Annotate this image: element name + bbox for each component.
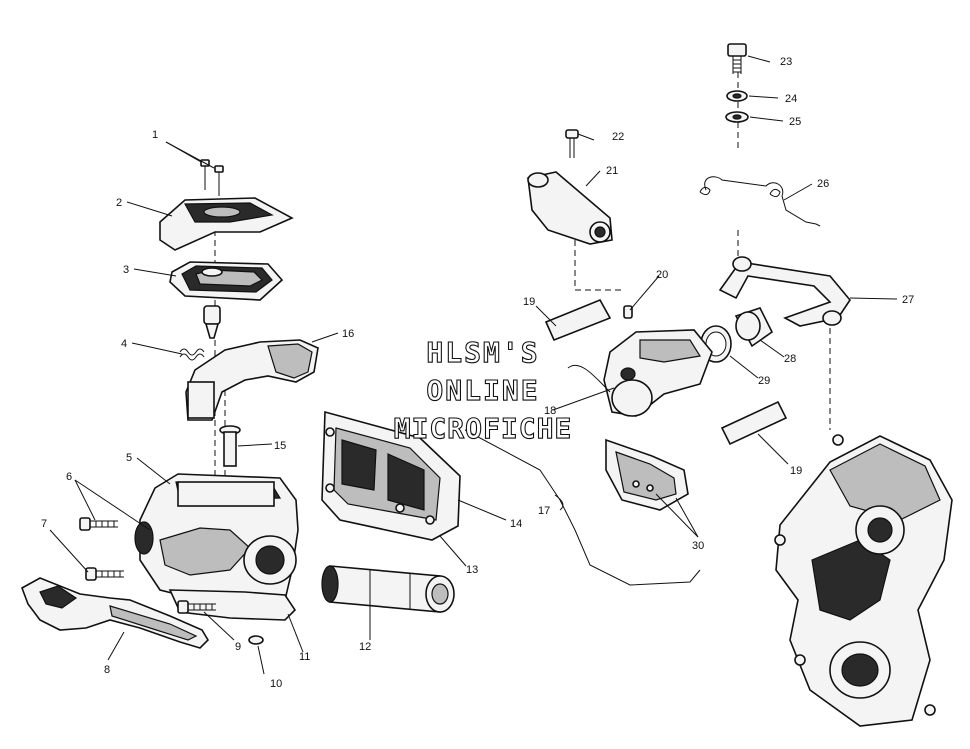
part-19-pad-lower xyxy=(720,400,788,446)
part-10-clip xyxy=(248,635,264,645)
part-20-screw xyxy=(623,305,633,319)
callout-26: 26 xyxy=(817,178,829,190)
callout-7: 7 xyxy=(41,518,47,530)
callout-29: 29 xyxy=(758,375,770,387)
part-3-gasket xyxy=(169,261,284,301)
part-17-bracket-outline xyxy=(464,429,701,586)
part-8-brake-lever xyxy=(21,577,210,649)
part-17-bracket-notch xyxy=(554,494,564,511)
part-27-bracket xyxy=(718,256,851,327)
callout-15: 15 xyxy=(274,440,286,452)
callout-28: 28 xyxy=(784,353,796,365)
callout-11: 11 xyxy=(299,651,310,663)
callout-6: 6 xyxy=(66,471,72,483)
callout-12: 12 xyxy=(359,641,371,653)
part-28-piston xyxy=(734,307,774,348)
part-7-screw xyxy=(85,567,124,581)
callout-27: 27 xyxy=(902,294,914,306)
callout-21: 21 xyxy=(606,165,618,177)
watermark: HLSM'S ONLINE MICROFICHE xyxy=(393,335,573,445)
part-26-spring-clip xyxy=(699,176,821,227)
part-15-pin xyxy=(219,425,241,467)
callout-14: 14 xyxy=(510,518,522,530)
part-18-caliper xyxy=(567,329,713,417)
callout-24: 24 xyxy=(785,93,797,105)
part-6-screw xyxy=(79,517,118,531)
part-9-screw xyxy=(177,600,216,614)
callout-2: 2 xyxy=(116,197,122,209)
part-21-fitting xyxy=(527,171,613,245)
watermark-line-3: MICROFICHE xyxy=(394,412,573,445)
part-22-screw xyxy=(565,129,579,158)
part-12-cylinder xyxy=(321,565,455,613)
part-19-pad-upper xyxy=(544,298,612,342)
callout-3: 3 xyxy=(123,264,129,276)
callout-30: 30 xyxy=(692,540,704,552)
callout-5: 5 xyxy=(126,452,132,464)
part-30-brake-pads xyxy=(605,438,689,511)
part-16-lever xyxy=(185,339,319,421)
callout-19-lower: 19 xyxy=(790,465,802,477)
callout-4: 4 xyxy=(121,338,127,350)
watermark-line-1: HLSM'S xyxy=(426,336,539,369)
part-2-cover xyxy=(159,197,294,251)
part-13-14-cover-plate xyxy=(321,410,461,541)
callout-13: 13 xyxy=(466,564,478,576)
part-25-washer xyxy=(725,111,749,123)
callout-20: 20 xyxy=(656,269,668,281)
watermark-line-2: ONLINE xyxy=(426,374,539,407)
valve-plug xyxy=(203,305,221,339)
part-23-bolt xyxy=(727,43,747,74)
part-1-screws xyxy=(200,159,224,196)
callout-9: 9 xyxy=(235,641,241,653)
callout-23: 23 xyxy=(780,56,792,68)
callout-10: 10 xyxy=(270,678,282,690)
part-5-housing xyxy=(134,473,299,605)
callout-16: 16 xyxy=(342,328,354,340)
callout-17: 17 xyxy=(538,505,550,517)
callout-22: 22 xyxy=(612,131,624,143)
part-4-spring xyxy=(179,348,205,361)
callout-19-upper: 19 xyxy=(523,296,535,308)
callout-1: 1 xyxy=(152,129,158,141)
callout-25: 25 xyxy=(789,116,801,128)
callout-18: 18 xyxy=(544,405,556,417)
callout-8: 8 xyxy=(104,664,110,676)
leader-lines xyxy=(49,55,898,675)
gear-case-housing xyxy=(774,434,953,727)
part-11-lower-housing xyxy=(168,589,297,621)
part-24-washer xyxy=(726,90,748,102)
